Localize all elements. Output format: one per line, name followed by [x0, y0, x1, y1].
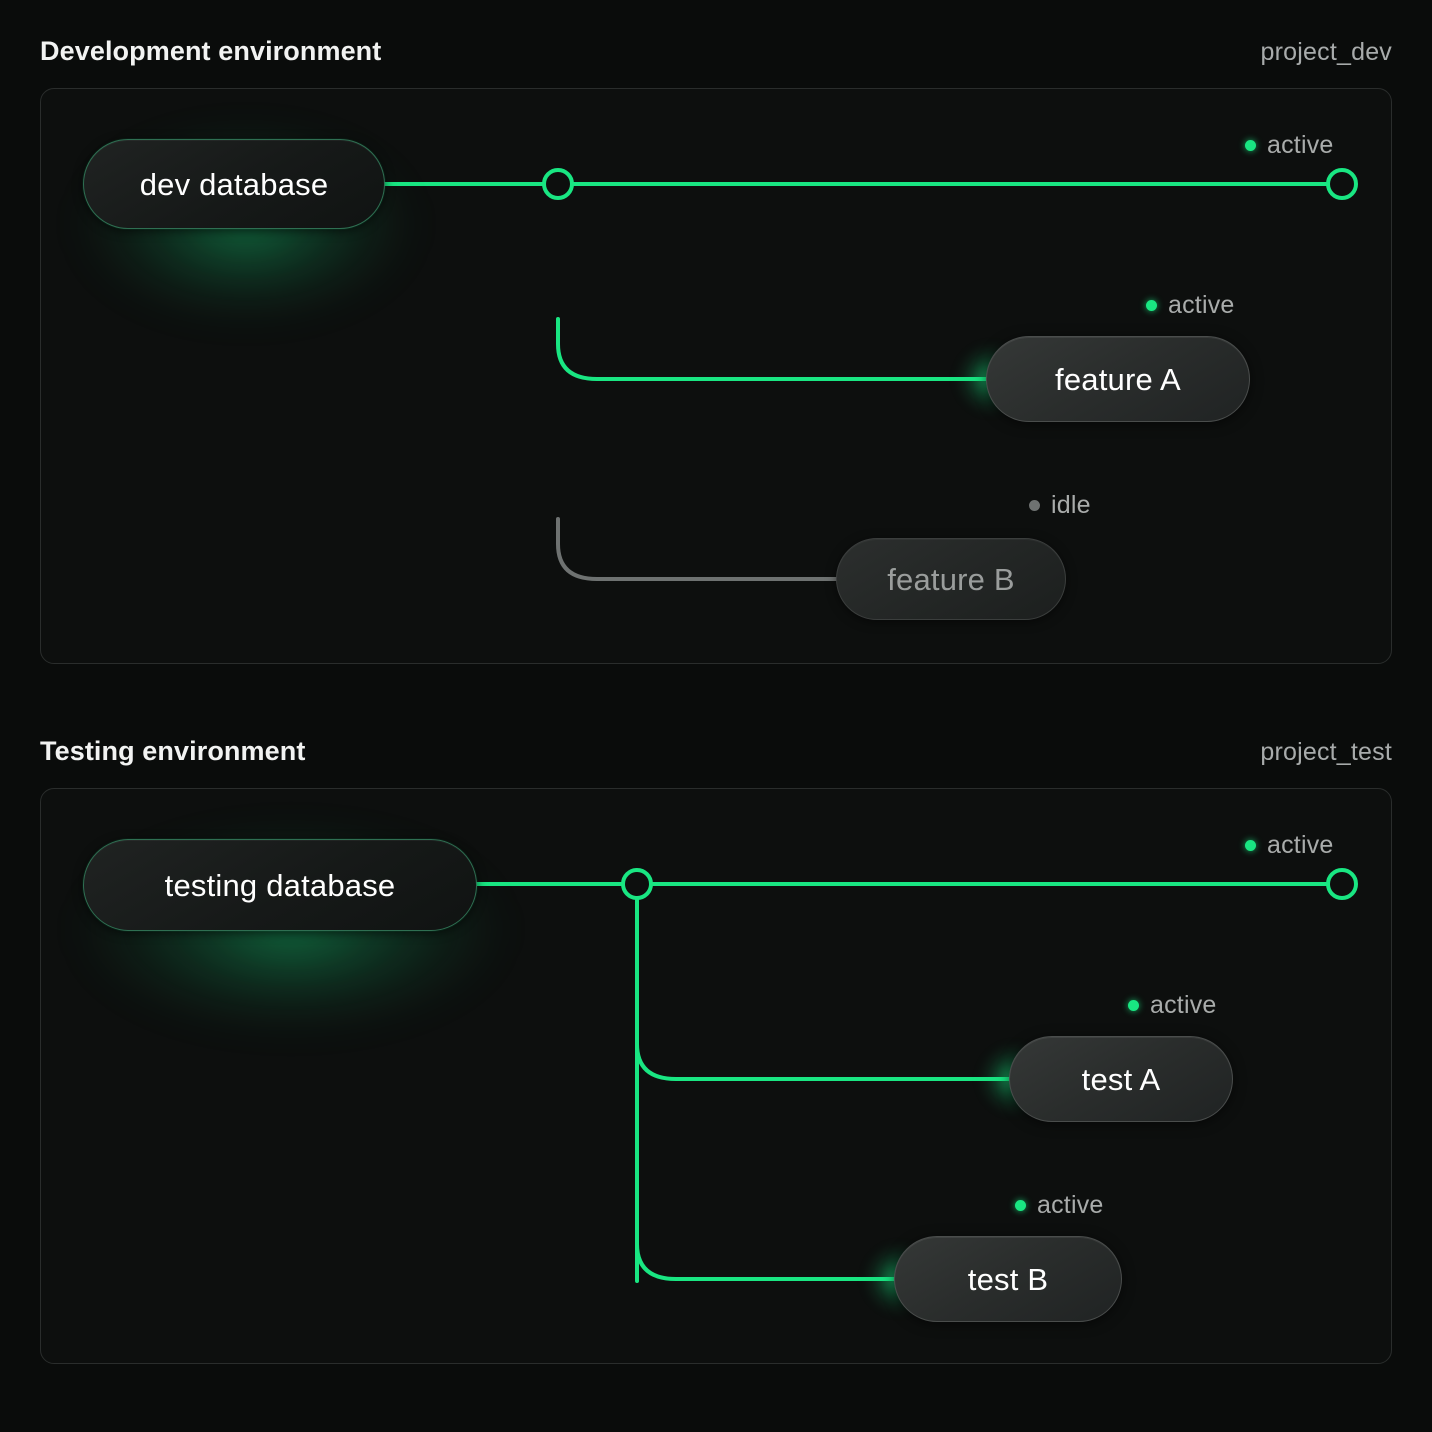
graph-canvas-test: testing database test A test B active: [41, 789, 1391, 1363]
project-name-test: project_test: [1260, 738, 1392, 766]
node-feature-b[interactable]: feature B: [836, 538, 1066, 620]
node-label-feature-b: feature B: [887, 561, 1015, 597]
status-badge-testing-database: active: [1245, 831, 1334, 860]
status-label-feature-a: active: [1168, 291, 1235, 319]
section-header-test: Testing environment project_test: [40, 736, 1392, 788]
status-dot-icon-active: [1146, 300, 1157, 311]
status-badge-feature-a: active: [1146, 291, 1235, 320]
edge-junction-to-feature-a: [556, 317, 988, 381]
node-testing-database[interactable]: testing database: [83, 839, 477, 931]
status-dot-icon-active: [1245, 840, 1256, 851]
status-badge-test-b: active: [1015, 1191, 1104, 1220]
section-testing-environment: Testing environment project_test: [40, 736, 1392, 1364]
status-dot-icon-active: [1128, 1000, 1139, 1011]
edge-layer-test: [474, 868, 1358, 1283]
status-badge-feature-b: idle: [1029, 491, 1091, 520]
node-label-dev-database: dev database: [139, 166, 329, 202]
graph-panel-dev: dev database feature A feature B active: [40, 88, 1392, 664]
status-dot-icon-active: [1015, 1200, 1026, 1211]
page-title-test: Testing environment: [40, 736, 306, 766]
project-name-dev: project_dev: [1260, 38, 1392, 66]
edge-layer-dev: [382, 168, 1358, 583]
status-badge-test-a: active: [1128, 991, 1217, 1020]
status-label-testing-database: active: [1267, 831, 1334, 859]
status-dot-icon-active: [1245, 140, 1256, 151]
section-development-environment: Development environment project_dev: [40, 36, 1392, 664]
status-label-test-b: active: [1037, 1191, 1104, 1219]
junction-node-test[interactable]: [621, 868, 653, 900]
node-feature-a[interactable]: feature A: [986, 336, 1250, 422]
status-badge-dev-database: active: [1245, 131, 1334, 160]
edge-junction-to-feature-b: [556, 517, 838, 581]
terminal-node-test[interactable]: [1326, 868, 1358, 900]
node-test-a[interactable]: test A: [1009, 1036, 1233, 1122]
node-label-feature-a: feature A: [1055, 361, 1181, 397]
status-label-feature-b: idle: [1051, 491, 1091, 519]
section-header-dev: Development environment project_dev: [40, 36, 1392, 88]
node-label-testing-database: testing database: [164, 867, 396, 903]
graph-panel-test: testing database test A test B active: [40, 788, 1392, 1364]
graph-canvas-dev: dev database feature A feature B active: [41, 89, 1391, 663]
node-dev-database[interactable]: dev database: [83, 139, 385, 229]
status-label-dev-database: active: [1267, 131, 1334, 159]
page-title-dev: Development environment: [40, 36, 382, 66]
status-dot-icon-idle: [1029, 500, 1040, 511]
edge-junction-to-test-b: [635, 1217, 896, 1281]
status-label-test-a: active: [1150, 991, 1217, 1019]
junction-node-dev[interactable]: [542, 168, 574, 200]
node-label-test-b: test B: [967, 1261, 1049, 1297]
edge-junction-to-test-a: [635, 1017, 1011, 1081]
node-test-b[interactable]: test B: [894, 1236, 1122, 1322]
terminal-node-dev[interactable]: [1326, 168, 1358, 200]
node-label-test-a: test A: [1081, 1061, 1161, 1097]
